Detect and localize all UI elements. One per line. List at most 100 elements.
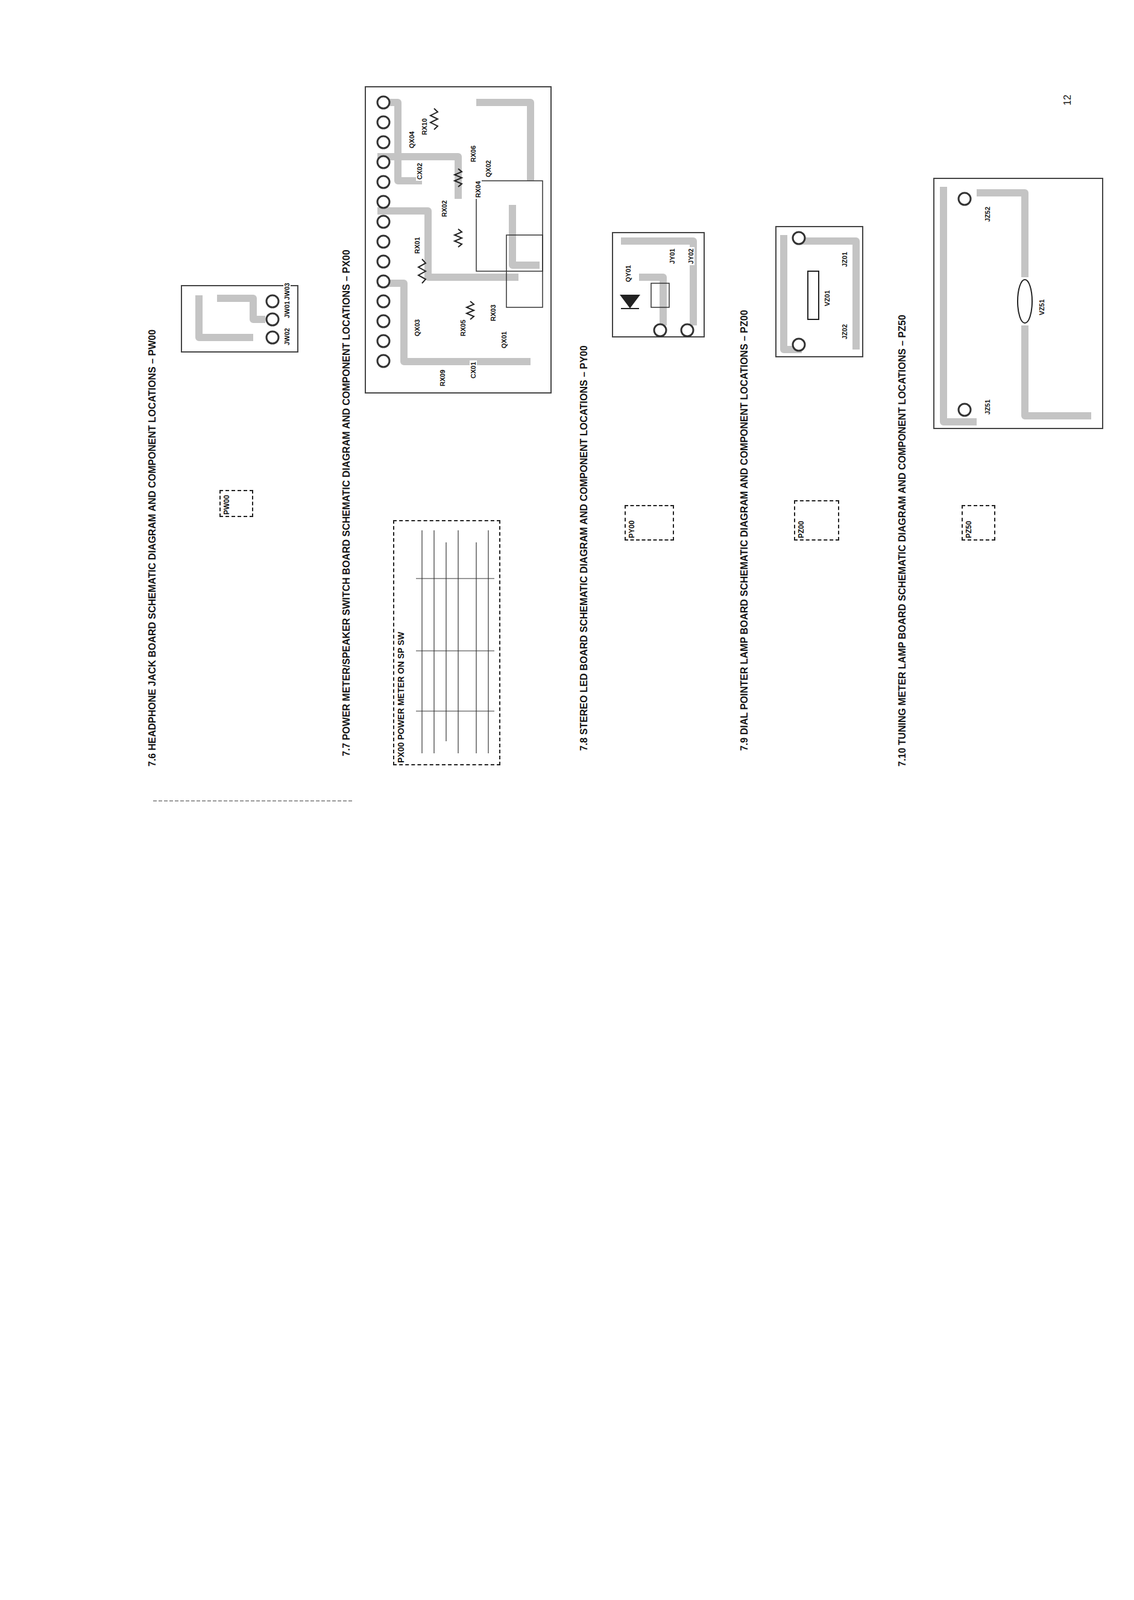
schematic-box: PY00 <box>624 505 675 541</box>
section-heading: 7.10 TUNING METER LAMP BOARD SCHEMATIC D… <box>897 314 908 767</box>
component-label: VZ01 <box>823 289 831 308</box>
board-label: PZ50 <box>965 520 974 539</box>
solder-pad <box>377 176 390 189</box>
solder-pad <box>377 275 390 288</box>
board-label: PW00 <box>223 494 231 515</box>
component-label: QX01 <box>500 330 508 350</box>
page-number: 12 <box>1062 94 1074 106</box>
solder-pad <box>266 313 279 326</box>
component-outline <box>651 283 670 308</box>
pcb-outline <box>365 86 552 394</box>
schematic-box: PZ50 <box>961 505 996 541</box>
solder-pad <box>377 315 390 328</box>
component-label: JZ52 <box>983 205 992 224</box>
copper-trace <box>943 186 977 423</box>
copper-trace <box>217 298 266 320</box>
component-label: CX01 <box>469 360 477 380</box>
component-label: JZ01 <box>841 250 849 269</box>
schematic-box: PX00 POWER METER ON SP SW <box>393 520 501 766</box>
solder-pad <box>377 335 390 348</box>
copper-trace <box>783 235 802 350</box>
schematic-wire <box>433 530 435 754</box>
component-label: RX03 <box>489 303 497 323</box>
component-label: RX01 <box>413 235 421 256</box>
solder-pad <box>654 324 667 337</box>
solder-pad <box>377 195 390 208</box>
copper-trace <box>476 102 531 181</box>
solder-pad <box>377 355 390 368</box>
schematic-wire <box>487 530 489 754</box>
component-label: QX03 <box>413 318 421 338</box>
schematic-wire <box>457 530 459 754</box>
solder-pad <box>377 96 390 109</box>
diode-symbol <box>620 295 640 309</box>
component-label: JZ51 <box>983 398 992 416</box>
copper-trace <box>377 156 459 199</box>
solder-pad <box>377 295 390 308</box>
resistor-symbol <box>454 168 462 187</box>
copper-trace <box>377 211 519 278</box>
component-label: JY01 <box>668 247 676 266</box>
schematic-wire <box>421 530 423 754</box>
solder-pad <box>266 295 279 308</box>
schematic-box: PZ00 <box>793 500 840 541</box>
solder-pad <box>792 232 805 245</box>
component-label: RX06 <box>469 144 477 164</box>
copper-trace <box>377 102 423 181</box>
component-outline <box>506 235 543 308</box>
board-label: PZ00 <box>797 520 806 539</box>
section-heading: 7.9 DIAL POINTER LAMP BOARD SCHEMATIC DI… <box>739 309 750 752</box>
copper-trace <box>1024 325 1092 416</box>
component-label: QY01 <box>624 264 632 284</box>
pcb-outline <box>181 285 298 353</box>
copper-trace <box>620 241 694 326</box>
section-heading: 7.8 STEREO LED BOARD SCHEMATIC DIAGRAM A… <box>578 345 590 752</box>
solder-pad <box>377 215 390 228</box>
pcb-outline <box>775 226 863 357</box>
section-heading: 7.7 POWER METER/SPEAKER SWITCH BOARD SCH… <box>341 249 353 757</box>
copper-trace <box>976 192 1025 278</box>
board-label: PY00 <box>628 520 637 539</box>
component-label: RX09 <box>438 368 447 388</box>
component-label: RX04 <box>474 179 482 199</box>
component-label: RX02 <box>440 198 448 219</box>
component-outline <box>476 180 543 272</box>
solder-pad <box>792 338 805 351</box>
solder-pad <box>681 324 694 337</box>
copper-trace <box>795 241 857 350</box>
solder-pad <box>266 331 279 344</box>
solder-pad <box>958 403 971 416</box>
lamp-symbol <box>807 271 819 320</box>
resistor-symbol <box>430 108 438 130</box>
solder-pad <box>958 192 971 205</box>
solder-pad <box>377 156 390 169</box>
component-label: CX02 <box>415 161 424 181</box>
component-label: JW02 <box>283 326 291 347</box>
pcb-outline <box>933 178 1103 429</box>
resistor-symbol <box>466 301 474 320</box>
solder-pad <box>377 235 390 248</box>
schematic-box: PW00 <box>219 490 254 518</box>
rule-line <box>153 800 353 802</box>
solder-pad <box>377 255 390 268</box>
pcb-outline <box>612 232 705 338</box>
resistor-symbol <box>454 229 462 248</box>
schematic-wire <box>415 650 495 652</box>
schematic-wire <box>415 578 495 579</box>
component-label: JW01 <box>283 299 291 320</box>
section-heading: 7.6 HEADPHONE JACK BOARD SCHEMATIC DIAGR… <box>147 329 158 767</box>
component-label: QX04 <box>408 130 416 150</box>
schematic-wire <box>475 542 477 754</box>
lamp-symbol <box>1017 279 1033 324</box>
component-label: RX10 <box>420 116 429 137</box>
copper-trace <box>377 283 531 362</box>
resistor-symbol <box>418 259 426 284</box>
solder-pad <box>377 136 390 149</box>
component-label: QX02 <box>484 159 492 179</box>
schematic-wire <box>415 710 495 712</box>
component-label: JY02 <box>687 247 695 266</box>
component-label: JW03 <box>283 281 291 302</box>
